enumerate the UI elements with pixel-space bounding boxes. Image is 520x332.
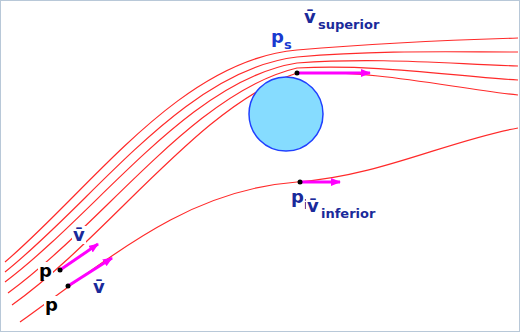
subscript: s [283,38,293,51]
subscript: inferior [320,207,376,220]
velocity-symbol: v̄ [306,197,320,215]
pressure-symbol: p [290,188,305,206]
pressure-symbol: p [38,262,53,280]
pressure-symbol: p [44,296,59,314]
point-dots [58,71,303,289]
velocity-symbol: v̄ [303,8,317,26]
streamlines [5,38,518,322]
subscript: superior [317,18,380,31]
velocity-arrows [60,73,370,286]
cylinder [249,77,323,151]
pressure-symbol: p [270,28,285,46]
velocity-symbol: v̄ [72,226,86,244]
velocity-symbol: v̄ [92,278,106,296]
